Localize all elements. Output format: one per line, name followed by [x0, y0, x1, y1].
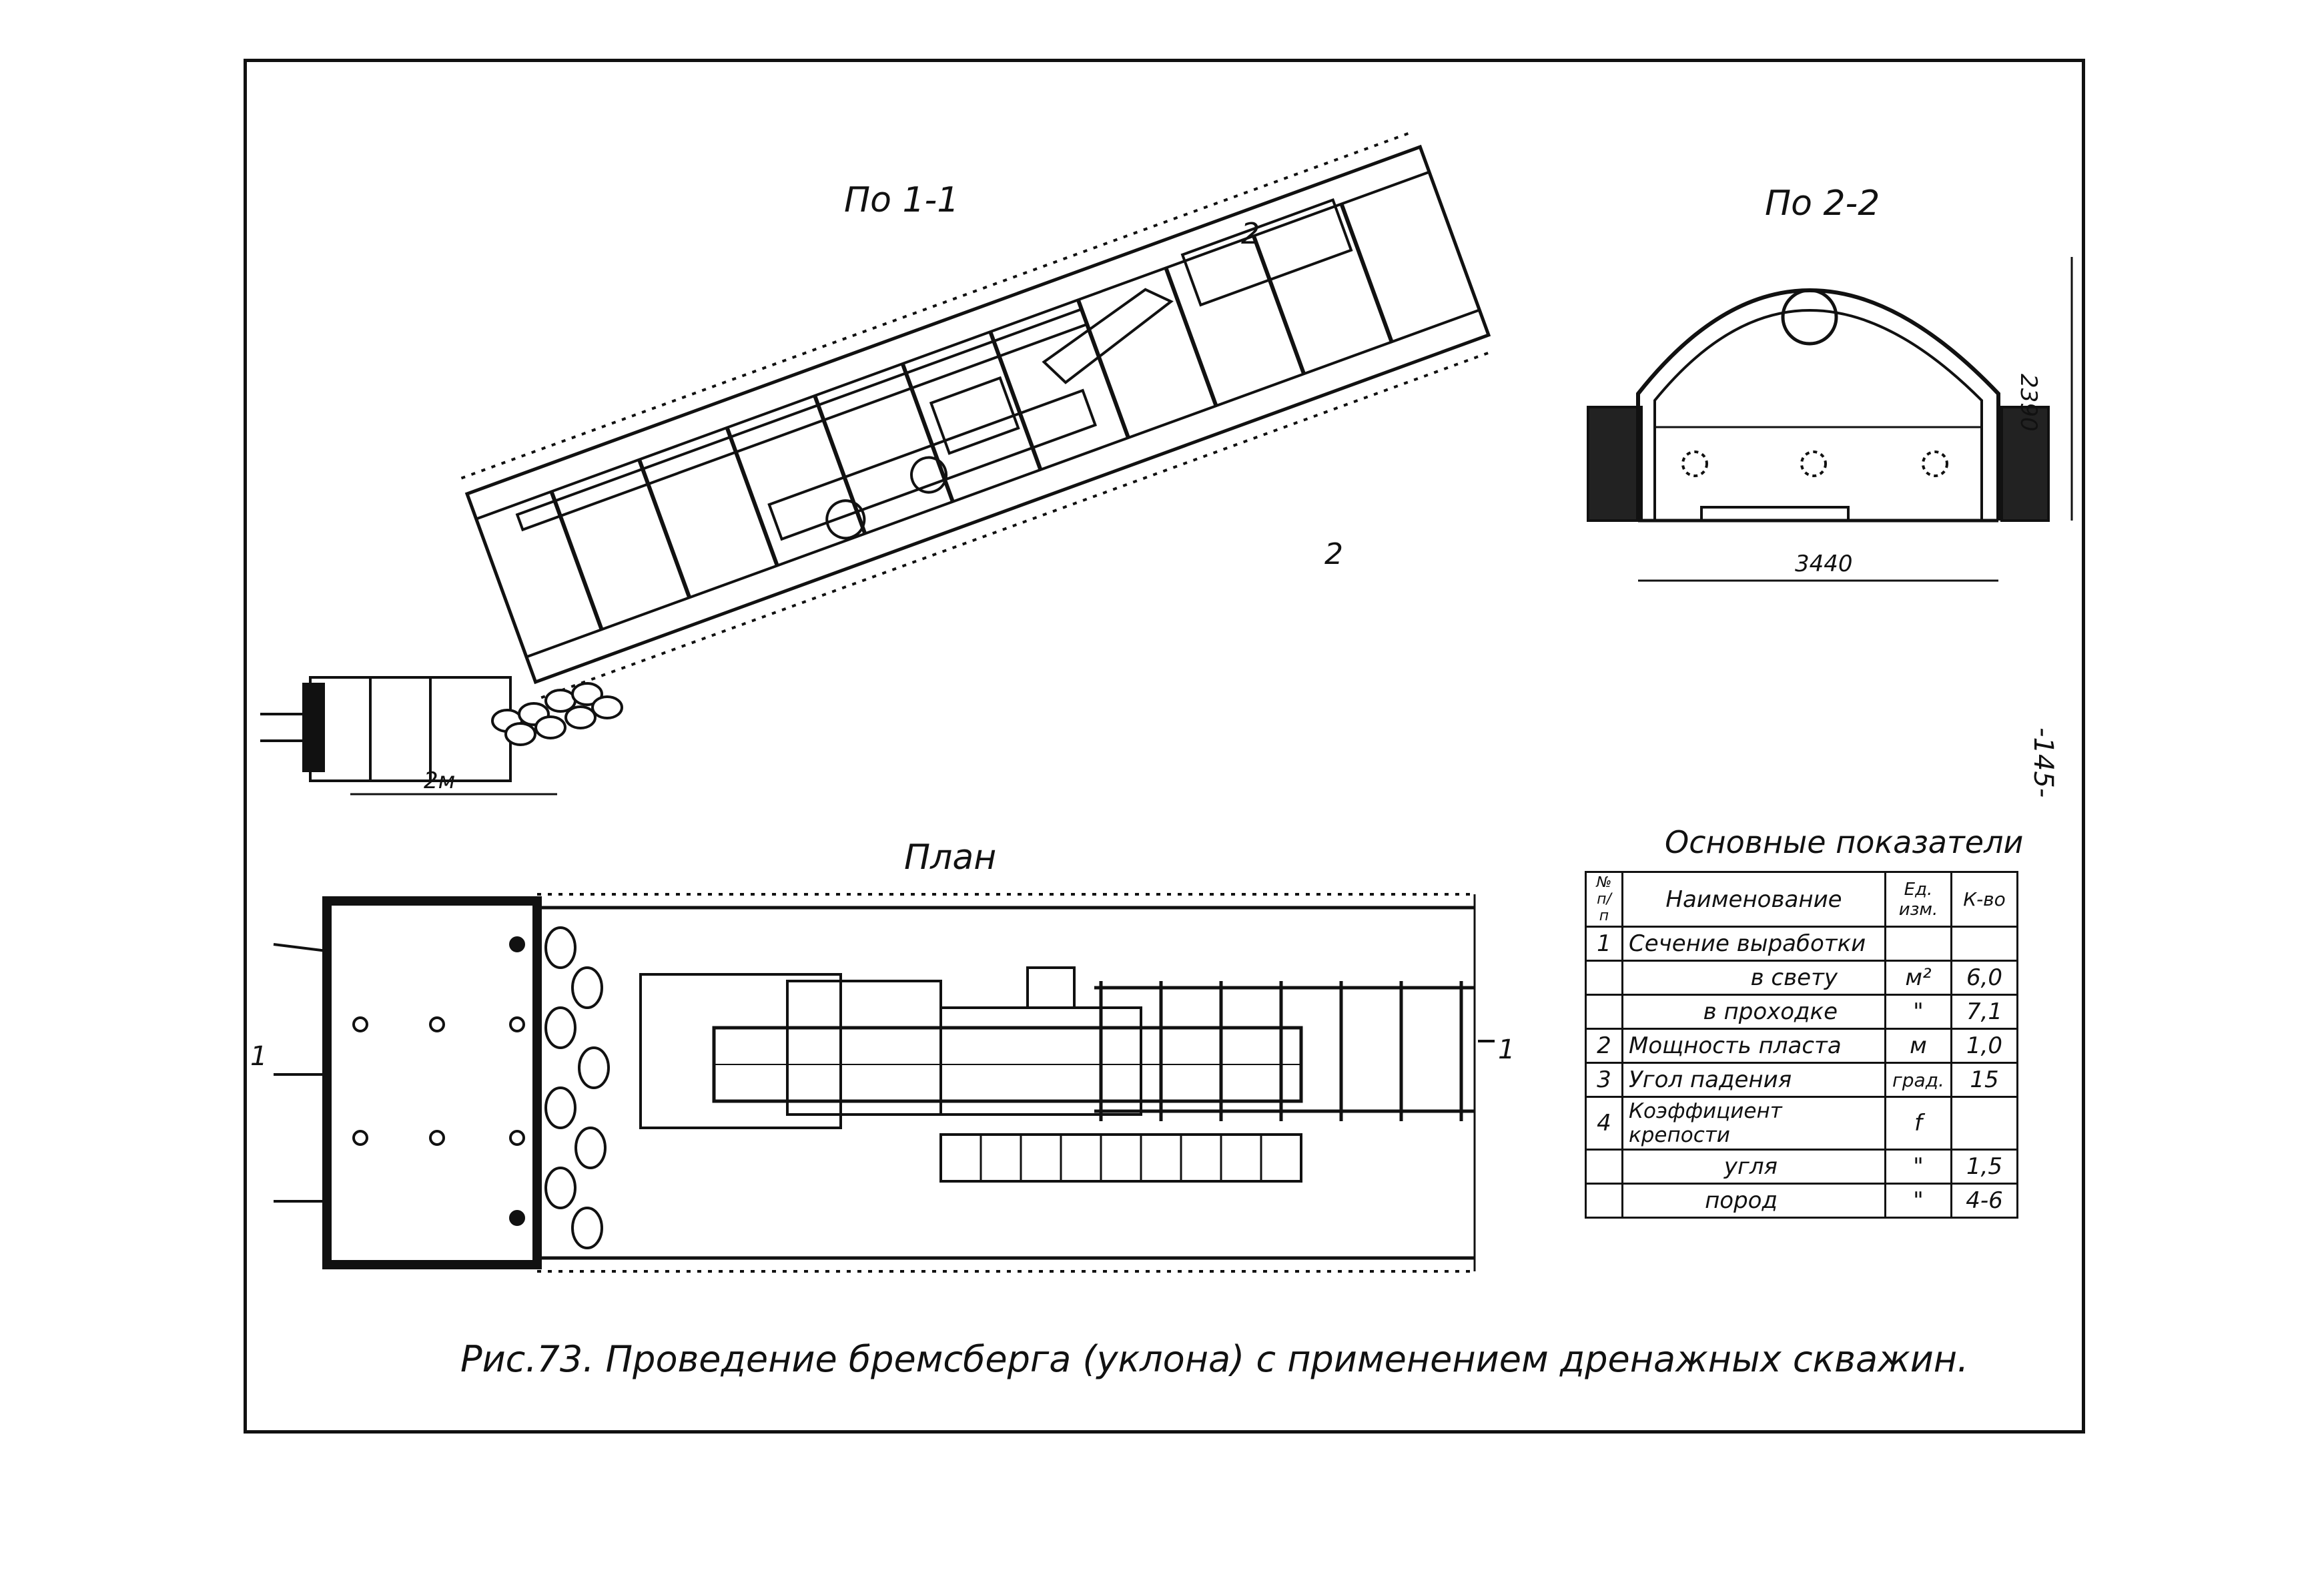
header-num: № п/п — [1585, 871, 1623, 928]
drawing-frame — [244, 59, 2085, 1434]
row-name: Мощность пласта — [1621, 1028, 1886, 1064]
table-row: угля " 1,5 — [1585, 1149, 2018, 1185]
row-num — [1585, 994, 1623, 1030]
row-num: 2 — [1585, 1028, 1623, 1064]
row-num — [1585, 1183, 1623, 1219]
plan-drawing — [273, 893, 1495, 1273]
row-unit: " — [1884, 994, 1952, 1030]
dimension-3440: 3440 — [1795, 551, 1853, 577]
dimension-2390: 2390 — [2015, 374, 2042, 432]
side-page-number: -145- — [2028, 727, 2058, 798]
row-unit — [1884, 926, 1952, 962]
row-unit: " — [1884, 1149, 1952, 1185]
row-num: 1 — [1585, 926, 1623, 962]
row-name: в проходке — [1621, 994, 1886, 1030]
row-qty: 7,1 — [1950, 994, 2018, 1030]
cut-mark-1-left: 1 — [250, 1041, 268, 1072]
section-1-1-entry — [260, 676, 623, 796]
row-unit: град. — [1884, 1062, 1952, 1098]
table-row: 3 Угол падения град. 15 — [1585, 1062, 2018, 1098]
row-name: в свету — [1621, 960, 1886, 996]
table-row: в проходке " 7,1 — [1585, 994, 2018, 1030]
header-name: Наименование — [1621, 871, 1886, 928]
row-qty — [1950, 1096, 2018, 1151]
row-num — [1585, 960, 1623, 996]
row-unit: f — [1884, 1096, 1952, 1151]
table-title: Основные показатели — [1665, 824, 2024, 860]
header-qty: К-во — [1950, 871, 2018, 928]
table-row: в свету м² 6,0 — [1585, 960, 2018, 996]
row-name: Угол падения — [1621, 1062, 1886, 1098]
cut-mark-2-bottom: 2 — [1324, 537, 1343, 571]
cut-mark-2-top: 2 — [1241, 217, 1260, 251]
table-header-row: № п/п Наименование Ед. изм. К-во — [1585, 871, 2018, 928]
row-num — [1585, 1149, 1623, 1185]
cut-mark-1-right: 1 — [1498, 1034, 1515, 1065]
header-unit: Ед. изм. — [1884, 871, 1952, 928]
indicators-table: № п/п Наименование Ед. изм. К-во 1 Сечен… — [1585, 871, 2018, 1219]
row-unit: " — [1884, 1183, 1952, 1219]
row-qty: 1,0 — [1950, 1028, 2018, 1064]
row-name: Сечение выработки — [1621, 926, 1886, 962]
table-row: пород " 4-6 — [1585, 1183, 2018, 1219]
row-name: угля — [1621, 1149, 1886, 1185]
row-qty: 15 — [1950, 1062, 2018, 1098]
table-row: 4 Коэффициент крепости f — [1585, 1096, 2018, 1151]
row-qty: 1,5 — [1950, 1149, 2018, 1185]
section-1-1-title: По 1-1 — [844, 180, 959, 220]
section-1-1-drawing — [460, 129, 1495, 699]
plan-title: План — [904, 838, 997, 878]
dimension-2m: 2м — [424, 767, 456, 794]
section-2-2-title: По 2-2 — [1765, 184, 1880, 224]
row-unit: м — [1884, 1028, 1952, 1064]
row-qty: 4-6 — [1950, 1183, 2018, 1219]
section-2-2-drawing — [1587, 257, 2073, 582]
row-qty — [1950, 926, 2018, 962]
table-row: 2 Мощность пласта м 1,0 — [1585, 1028, 2018, 1064]
row-name: Коэффициент крепости — [1621, 1096, 1886, 1151]
row-num: 4 — [1585, 1096, 1623, 1151]
row-qty: 6,0 — [1950, 960, 2018, 996]
table-row: 1 Сечение выработки — [1585, 926, 2018, 962]
row-name: пород — [1621, 1183, 1886, 1219]
row-unit: м² — [1884, 960, 1952, 996]
figure-caption: Рис.73. Проведение бремсберга (уклона) с… — [460, 1338, 1969, 1380]
row-num: 3 — [1585, 1062, 1623, 1098]
